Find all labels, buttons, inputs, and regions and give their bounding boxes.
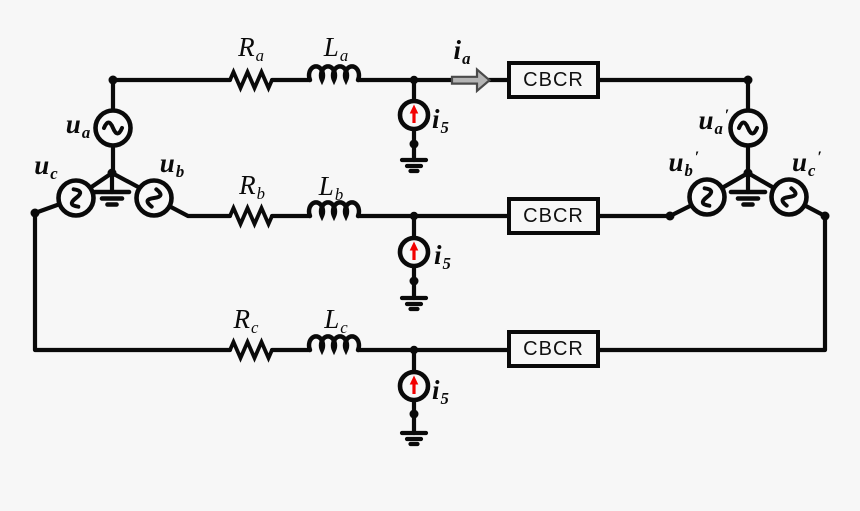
label-sub: a bbox=[255, 45, 264, 65]
resistor-Ra-icon bbox=[228, 67, 274, 93]
phase-c-wires bbox=[32, 201, 828, 436]
label-prime: ′ bbox=[694, 147, 700, 166]
label-sub: 5 bbox=[440, 388, 449, 408]
label-main: u bbox=[791, 146, 808, 177]
ac-source-ua-icon bbox=[93, 108, 133, 148]
label-main: L bbox=[318, 170, 334, 201]
current-source-i5-bot-icon bbox=[397, 369, 431, 403]
label-main: u bbox=[668, 146, 684, 177]
label-sub: b bbox=[684, 160, 693, 180]
label-main: L bbox=[324, 303, 340, 334]
label-sub: b bbox=[175, 161, 185, 181]
ground-icon bbox=[402, 298, 426, 309]
phase-a-wires bbox=[110, 77, 751, 176]
label-main: u bbox=[159, 147, 175, 178]
label-sub: c bbox=[340, 317, 348, 337]
label-sub: c bbox=[808, 160, 816, 180]
label-La: La bbox=[323, 31, 349, 65]
label-main: i bbox=[434, 239, 442, 270]
ground-icon bbox=[95, 192, 129, 205]
label-sub: a bbox=[339, 45, 349, 65]
inductor-La-icon bbox=[306, 64, 362, 86]
label-main: i bbox=[432, 374, 440, 405]
cbcr-block-mid: CBCR bbox=[507, 197, 600, 235]
label-sub: a bbox=[81, 122, 91, 142]
label-i5-mid: i5 bbox=[434, 239, 451, 273]
resistor-Rb-icon bbox=[228, 203, 274, 229]
label-sub: a bbox=[714, 118, 723, 138]
inductor-Lb-icon bbox=[306, 200, 362, 222]
label-Lb: Lb bbox=[318, 170, 344, 204]
label-Lc: Lc bbox=[324, 303, 348, 337]
label-sub: b bbox=[256, 183, 265, 203]
label-sub: 5 bbox=[440, 117, 449, 137]
current-source-i5-top-icon bbox=[397, 98, 431, 132]
cbcr-block-top: CBCR bbox=[507, 61, 600, 99]
label-main: u bbox=[34, 149, 50, 180]
ac-source-ub-icon bbox=[134, 178, 174, 218]
inductor-Lc-icon bbox=[306, 334, 362, 356]
cbcr-block-bot: CBCR bbox=[507, 330, 600, 368]
ground-icon bbox=[731, 192, 765, 205]
label-sub: c bbox=[50, 163, 58, 183]
current-arrow-ia-icon bbox=[450, 67, 492, 94]
junction-dots bbox=[30, 75, 830, 419]
label-prime: ′ bbox=[724, 105, 730, 124]
ac-source-uc-icon bbox=[56, 178, 96, 218]
label-ub-prime: ub′ bbox=[668, 146, 700, 180]
label-sub: 5 bbox=[442, 253, 451, 273]
ac-source-ub-prime-icon bbox=[687, 177, 727, 217]
label-sub: c bbox=[251, 317, 259, 337]
label-main: R bbox=[238, 31, 255, 62]
label-Ra: Ra bbox=[238, 31, 264, 65]
ground-icon bbox=[402, 433, 426, 444]
label-main: i bbox=[453, 34, 462, 65]
ac-source-uc-prime-icon bbox=[769, 177, 809, 217]
label-ub: ub bbox=[159, 147, 185, 181]
label-i5-bot: i5 bbox=[432, 374, 449, 408]
label-Rb: Rb bbox=[239, 169, 265, 203]
label-i5-top: i5 bbox=[432, 103, 449, 137]
label-main: i bbox=[432, 103, 440, 134]
label-ua: ua bbox=[65, 108, 91, 142]
phase-b-wires bbox=[166, 202, 695, 301]
label-ia: ia bbox=[453, 34, 471, 68]
ground-icon bbox=[402, 160, 426, 171]
current-source-i5-mid-icon bbox=[397, 235, 431, 269]
label-sub: b bbox=[334, 184, 344, 204]
ac-source-ua-prime-icon bbox=[728, 108, 768, 148]
label-prime: ′ bbox=[817, 147, 823, 166]
label-main: u bbox=[65, 108, 81, 139]
label-ua-prime: ua′ bbox=[698, 104, 730, 138]
label-Rc: Rc bbox=[233, 303, 259, 337]
label-main: L bbox=[323, 31, 339, 62]
label-uc-prime: uc′ bbox=[791, 146, 823, 180]
label-main: R bbox=[239, 169, 256, 200]
label-sub: a bbox=[462, 48, 471, 68]
label-uc: uc bbox=[34, 149, 58, 183]
resistor-Rc-icon bbox=[228, 337, 274, 363]
label-main: u bbox=[698, 104, 714, 135]
label-main: R bbox=[233, 303, 251, 334]
